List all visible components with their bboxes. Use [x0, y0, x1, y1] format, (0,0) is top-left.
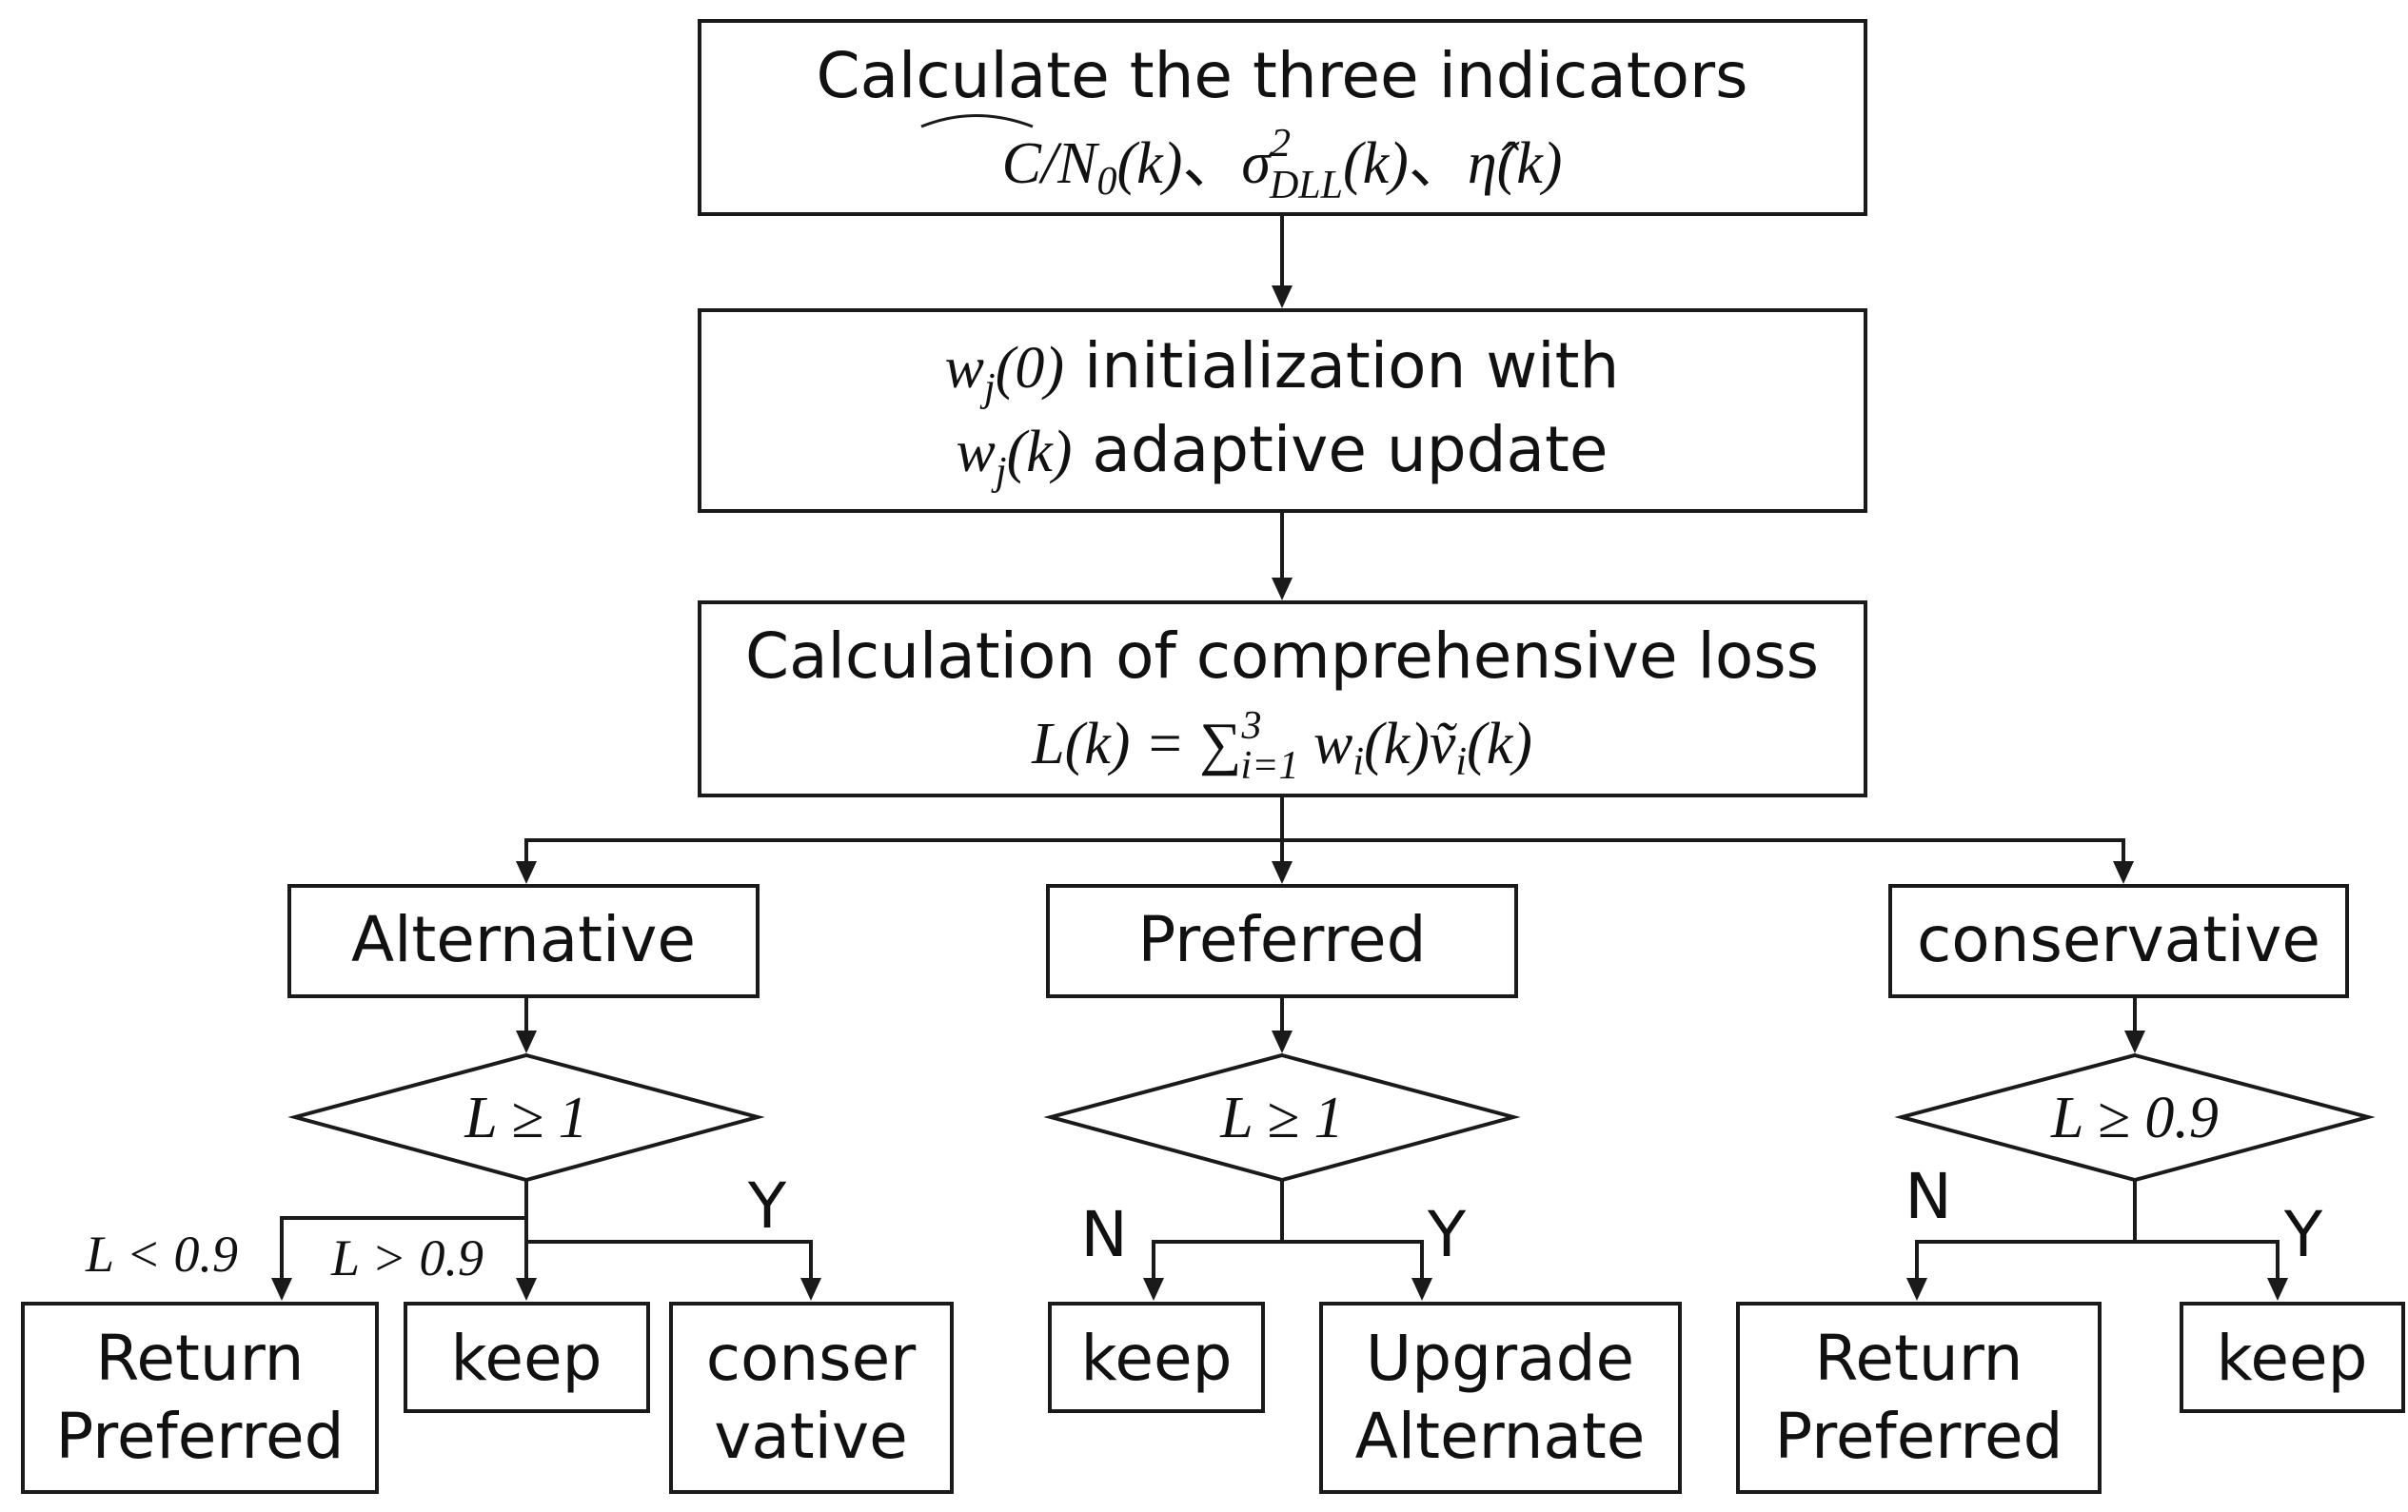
arrowhead-alt-low — [271, 1278, 292, 1301]
alt-branch-low — [280, 1216, 526, 1280]
pref-out-upgrade-line1: Upgrade — [1366, 1322, 1634, 1395]
alt-out-keep-label: keep — [451, 1322, 602, 1395]
alt-out-return-line1: Return — [95, 1322, 304, 1395]
cons-branch-no — [1915, 1240, 2135, 1280]
decision-preferred-condition: L ≥ 1 — [1219, 1086, 1343, 1150]
alt-out-return-line2: Preferred — [56, 1400, 345, 1473]
alt-out-conservative-line2: vative — [714, 1400, 907, 1473]
pref-branch-yes-label: Y — [1427, 1198, 1467, 1271]
cons-out-keep-box — [2180, 1302, 2405, 1413]
alt-out-conservative-line1: conser — [706, 1322, 917, 1395]
hat-accent — [920, 114, 1034, 128]
arrowhead-split-right — [2113, 861, 2134, 884]
arrowhead-2 — [1272, 578, 1293, 600]
weights-line2: wj(k) adaptive update — [957, 413, 1609, 494]
cons-branch-yes — [2135, 1240, 2280, 1280]
arrowhead-pref-no — [1143, 1278, 1164, 1301]
arrowhead-1 — [1272, 285, 1293, 308]
cons-out-keep-label: keep — [2217, 1322, 2368, 1395]
alt-out-keep-box — [404, 1302, 650, 1413]
weights-line1: wj(0) initialization with — [945, 329, 1620, 410]
split-line — [524, 838, 2125, 863]
decision-conservative-condition: L ≥ 0.9 — [2050, 1086, 2219, 1150]
arrowhead-alt-mid — [516, 1278, 537, 1301]
alt-out-conservative-box — [669, 1302, 954, 1494]
cons-branch-no-label: N — [1905, 1160, 1951, 1233]
arrowhead-cons-no — [1906, 1278, 1927, 1301]
arrowhead-cons-yes — [2267, 1278, 2288, 1301]
mode-conservative-label: conservative — [1917, 903, 2320, 976]
arrowhead-cons-diamond — [2124, 1031, 2145, 1053]
mode-alternative-label: Alternative — [351, 903, 696, 976]
weights-box — [698, 308, 1867, 513]
pref-out-keep-label: keep — [1081, 1322, 1233, 1395]
pref-branch-no-label: N — [1080, 1198, 1127, 1271]
indicators-title: Calculate the three indicators — [816, 39, 1747, 112]
alt-out-return-box — [21, 1302, 379, 1494]
pref-branch-no — [1152, 1240, 1282, 1280]
arrowhead-alt-yes — [800, 1278, 821, 1301]
pref-out-upgrade-line2: Alternate — [1355, 1400, 1646, 1473]
arrowhead-pref-diamond — [1272, 1031, 1293, 1053]
decision-alternative-condition: L ≥ 1 — [464, 1086, 587, 1150]
pref-out-upgrade-box — [1319, 1302, 1682, 1494]
mode-preferred-label: Preferred — [1138, 903, 1427, 976]
pref-branch-yes — [1282, 1240, 1424, 1280]
arrowhead-alt-diamond — [516, 1031, 537, 1053]
cons-out-return-box — [1736, 1302, 2102, 1494]
arrowhead-split-left — [516, 861, 537, 884]
cons-out-return-line1: Return — [1814, 1322, 2023, 1395]
mode-alternative-box — [287, 884, 760, 998]
cons-branch-yes-label: Y — [2283, 1198, 2323, 1271]
arrowhead-3 — [1272, 861, 1293, 884]
alt-branch-low-label: L < 0.9 — [85, 1226, 238, 1283]
loss-title: Calculation of comprehensive loss — [745, 619, 1819, 693]
arrowhead-pref-yes — [1411, 1278, 1432, 1301]
indicators-box — [698, 19, 1867, 216]
mode-conservative-box — [1888, 884, 2349, 998]
pref-out-keep-box — [1048, 1302, 1265, 1413]
alt-branch-yes-label: Y — [747, 1169, 787, 1243]
alt-branch-yes — [526, 1240, 813, 1280]
alt-branch-mid-label: L > 0.9 — [330, 1229, 484, 1286]
cons-out-return-line2: Preferred — [1775, 1400, 2063, 1473]
